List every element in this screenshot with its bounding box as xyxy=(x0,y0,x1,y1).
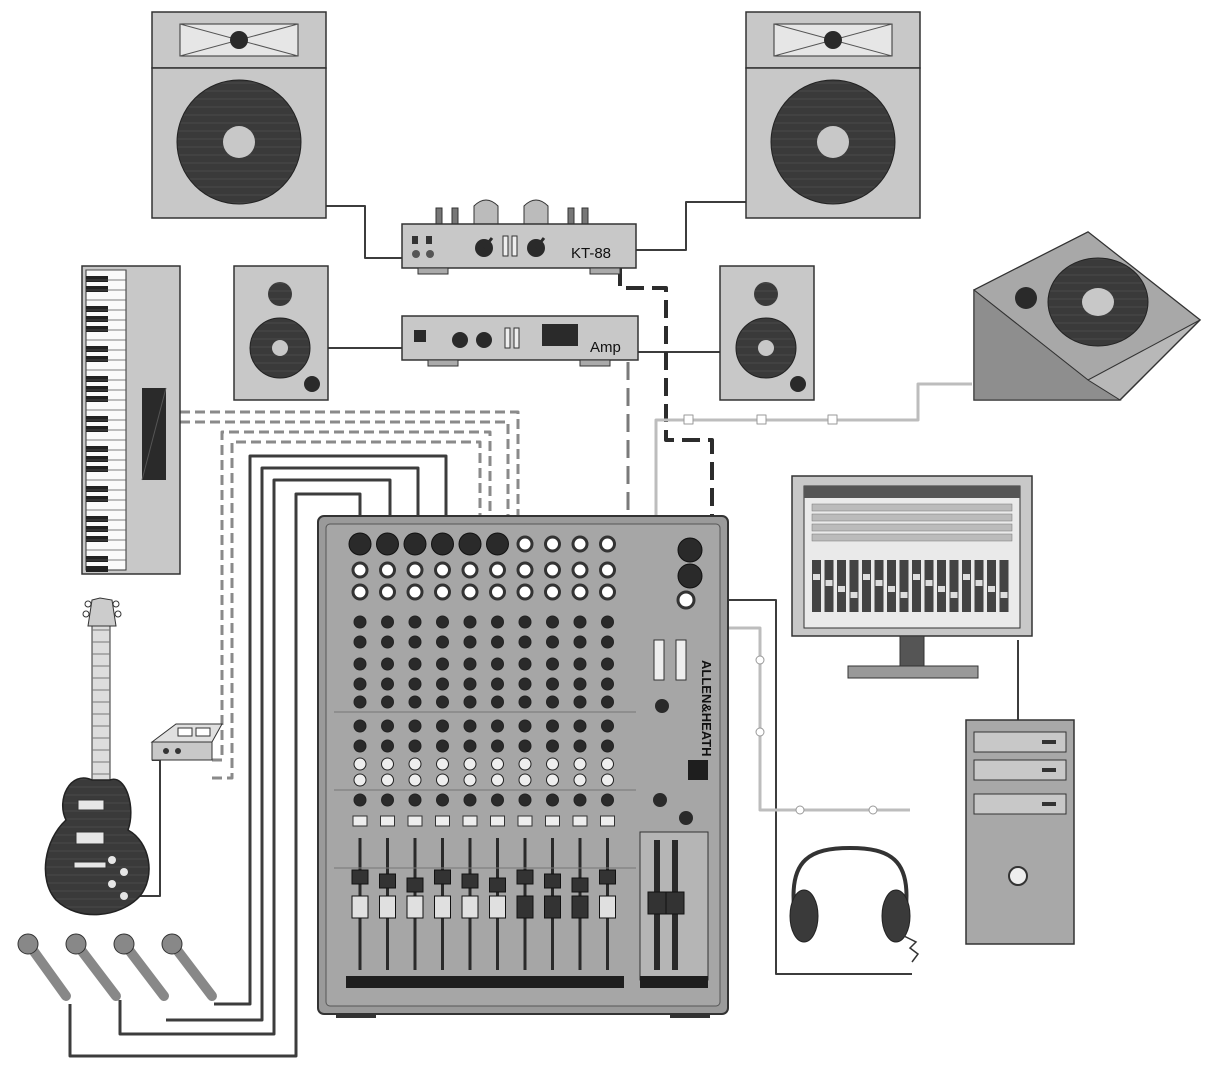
cable-mixer-to-computer xyxy=(690,599,912,975)
microphone-icon xyxy=(113,933,169,1001)
cable-speaker-left-to-kt88 xyxy=(326,205,402,259)
monitor-speaker-icon xyxy=(233,265,329,401)
amp-label: Amp xyxy=(590,339,621,356)
cable-mic-1-to-mixer xyxy=(214,454,448,1006)
electric-guitar-icon xyxy=(44,597,150,916)
cable-mic-3-to-mixer xyxy=(118,478,392,1036)
cable-wedge-to-mixer xyxy=(654,382,972,540)
mixer-channel-strip xyxy=(376,532,399,970)
microphone-icon xyxy=(65,933,121,1001)
cables xyxy=(68,201,1019,1058)
microphone-icon xyxy=(17,933,71,1001)
mixer-channel-strip xyxy=(599,535,616,970)
mixer-channel-strip xyxy=(544,535,561,970)
computer-monitor-icon xyxy=(791,475,1033,679)
cable-keyboard-to-mixer-a xyxy=(180,410,520,520)
mixer-channel-strip xyxy=(403,532,427,970)
mixer-channel-strip xyxy=(571,535,589,970)
cable-kt88-to-mixer xyxy=(618,268,714,530)
cable-keyboard-to-mixer-b xyxy=(180,420,510,520)
cable-di-to-mixer-b xyxy=(212,440,482,780)
mixer-channel-strip xyxy=(516,535,534,970)
mixer-brand-label: ALLEN&HEATH xyxy=(699,660,714,757)
mixing-console-icon: ALLEN&HEATH xyxy=(317,515,729,1018)
kt88-label: KT-88 xyxy=(571,245,611,262)
cable-mic-4-to-mixer xyxy=(68,492,362,1058)
power-amplifier-icon: Amp xyxy=(401,315,639,367)
tube-amplifier-icon: KT-88 xyxy=(401,199,637,275)
monitor-speaker-icon xyxy=(719,265,815,401)
di-box-icon xyxy=(150,723,223,761)
mixer-channel-strip xyxy=(431,532,454,970)
mixer-channel-strip xyxy=(486,532,509,970)
speaker-cabinet-icon xyxy=(151,11,327,219)
keyboard-synth-icon xyxy=(81,265,181,575)
headphones-icon xyxy=(789,845,920,963)
floor-wedge-monitor-icon xyxy=(973,231,1202,401)
microphone-icon xyxy=(161,933,217,1001)
speaker-cabinet-icon xyxy=(745,11,921,219)
cable-speaker-right-to-kt88 xyxy=(636,201,746,251)
cable-di-to-mixer-a xyxy=(212,430,492,762)
mixer-channel-strip xyxy=(348,532,372,970)
cable-mic-2-to-mixer xyxy=(166,466,420,1022)
mixer-channel-strip xyxy=(458,532,482,970)
pc-tower-icon xyxy=(965,719,1075,945)
